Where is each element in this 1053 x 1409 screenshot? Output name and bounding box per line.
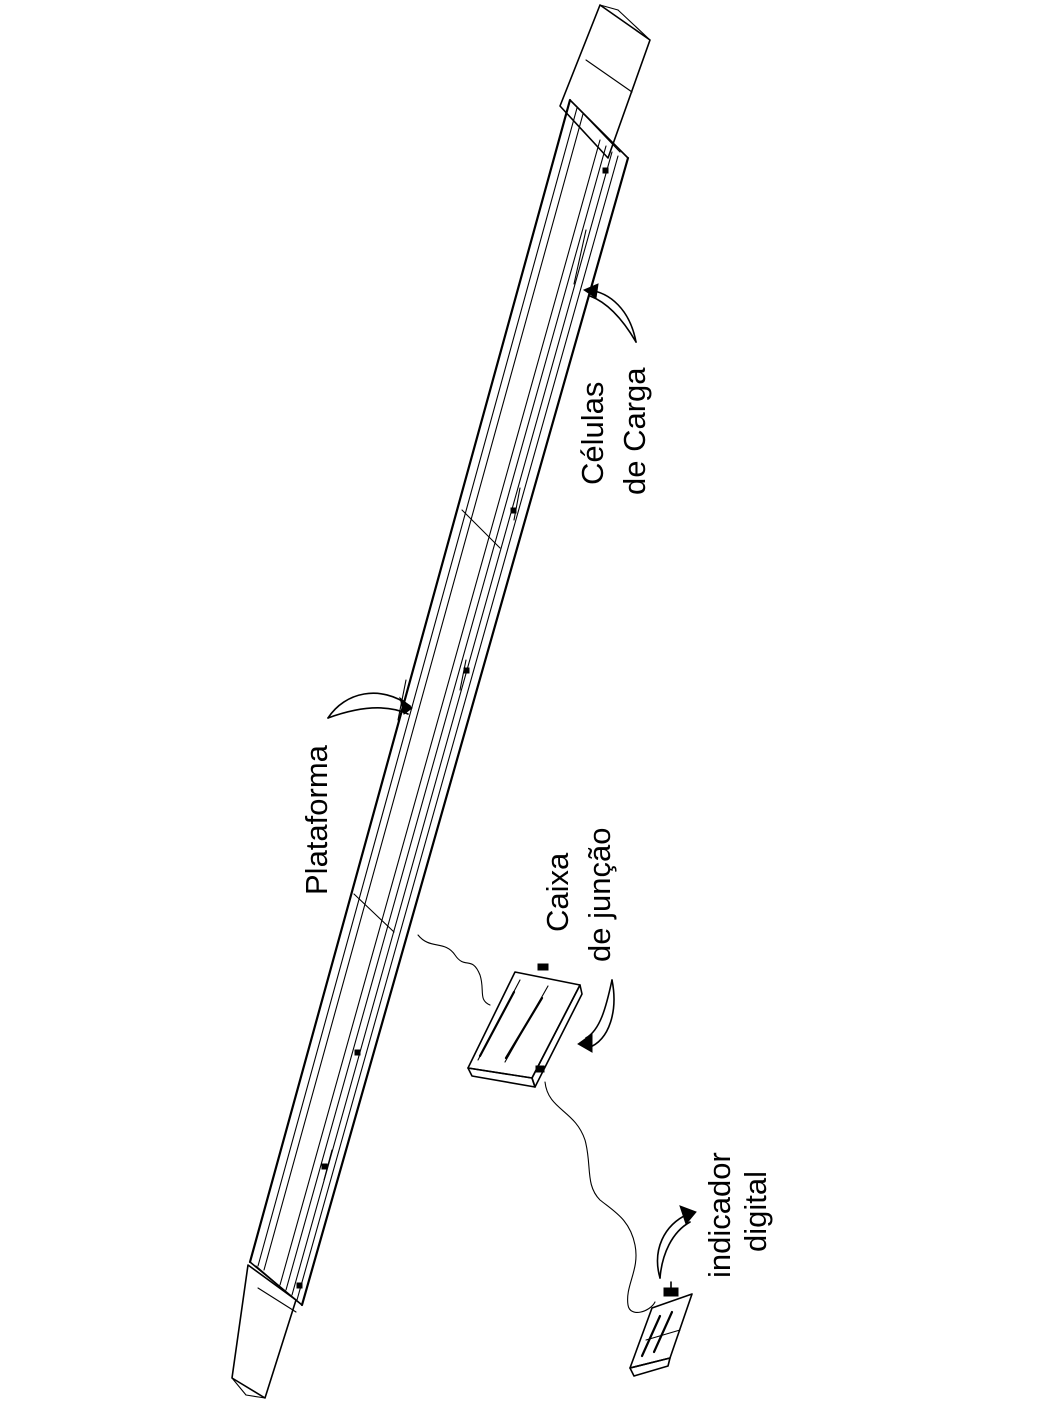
platform-to-junction-cable (417, 934, 491, 1006)
load-cells-label-line2: de Carga (617, 367, 652, 495)
indicator-label-line1: indicador (702, 1152, 737, 1278)
junction-box-label-line2: de junção (582, 828, 617, 962)
platform-deck (248, 98, 630, 1307)
cables (417, 934, 656, 1313)
junction-box-arrow (587, 979, 615, 1049)
junction-box-label-line1: Caixa (540, 852, 575, 932)
junction-box (467, 963, 583, 1088)
top-ramp (559, 4, 651, 159)
load-cells-label-line1: Células (575, 382, 610, 485)
digital-indicator (629, 1281, 693, 1377)
indicator-label-line2: digital (738, 1171, 773, 1252)
junction-to-indicator-cable (544, 1081, 656, 1313)
platform-label: Plataforma (299, 744, 334, 895)
callout-arrows (327, 283, 697, 1279)
indicator-arrow (656, 1213, 689, 1279)
bottom-ramp (231, 1264, 297, 1399)
labels: Plataforma Células de Carga Caixa de jun… (299, 367, 773, 1278)
